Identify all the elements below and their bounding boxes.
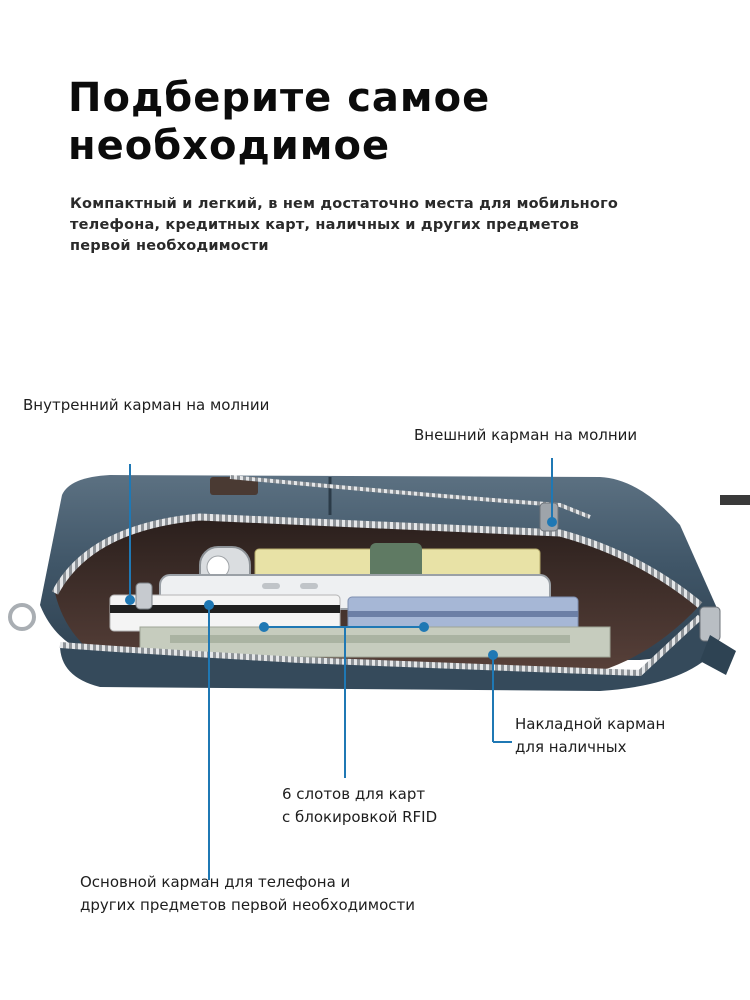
zip-tag (700, 635, 736, 675)
callout-slots-line-1: 6 слотов для карт (282, 785, 426, 803)
inner-zip-puller (135, 582, 153, 610)
headline-line-2: необходимое (68, 123, 391, 169)
callout-inner-zip-pocket: Внутренний карман на молнии (23, 396, 270, 414)
wrist-strap (720, 495, 750, 505)
strap-tab (210, 477, 258, 495)
callout-main-line-1: Основной карман для телефона и (80, 873, 351, 891)
description-line-1: Компактный и легкий, в нем достаточно ме… (70, 196, 619, 212)
side-ring (8, 603, 36, 631)
page-headline: Подберите самое необходимое (68, 74, 708, 170)
description-line-3: первой необходимости (70, 238, 269, 254)
card-stripe (348, 611, 578, 617)
card-stripe (110, 605, 340, 613)
clutch-bag-illustration (8, 475, 750, 691)
outer-zipper (229, 475, 591, 519)
callout-card-slots: 6 слотов для карт с блокировкой RFID (282, 783, 437, 829)
lower-zipper (59, 614, 703, 677)
headline-line-1: Подберите самое (68, 75, 491, 121)
phone-button (262, 583, 280, 589)
description-text: Компактный и легкий, в нем достаточно ме… (70, 194, 670, 257)
outer-zip-puller (539, 502, 559, 532)
main-zipper (51, 513, 703, 608)
callout-cash-line-2: для наличных (515, 738, 627, 756)
phone-button (300, 583, 318, 589)
callout-cash-pocket: Накладной карман для наличных (515, 713, 665, 759)
banknote-detail (170, 635, 570, 643)
callout-outer-zip-pocket: Внешний карман на молнии (414, 426, 638, 444)
callout-cash-line-1: Накладной карман (515, 715, 666, 733)
callout-main-line-2: других предметов первой необходимости (80, 896, 415, 914)
callout-slots-line-2: с блокировкой RFID (282, 808, 438, 826)
description-line-2: телефона, кредитных карт, наличных и дру… (70, 217, 579, 233)
callout-main-pocket: Основной карман для телефона и других пр… (80, 871, 415, 917)
